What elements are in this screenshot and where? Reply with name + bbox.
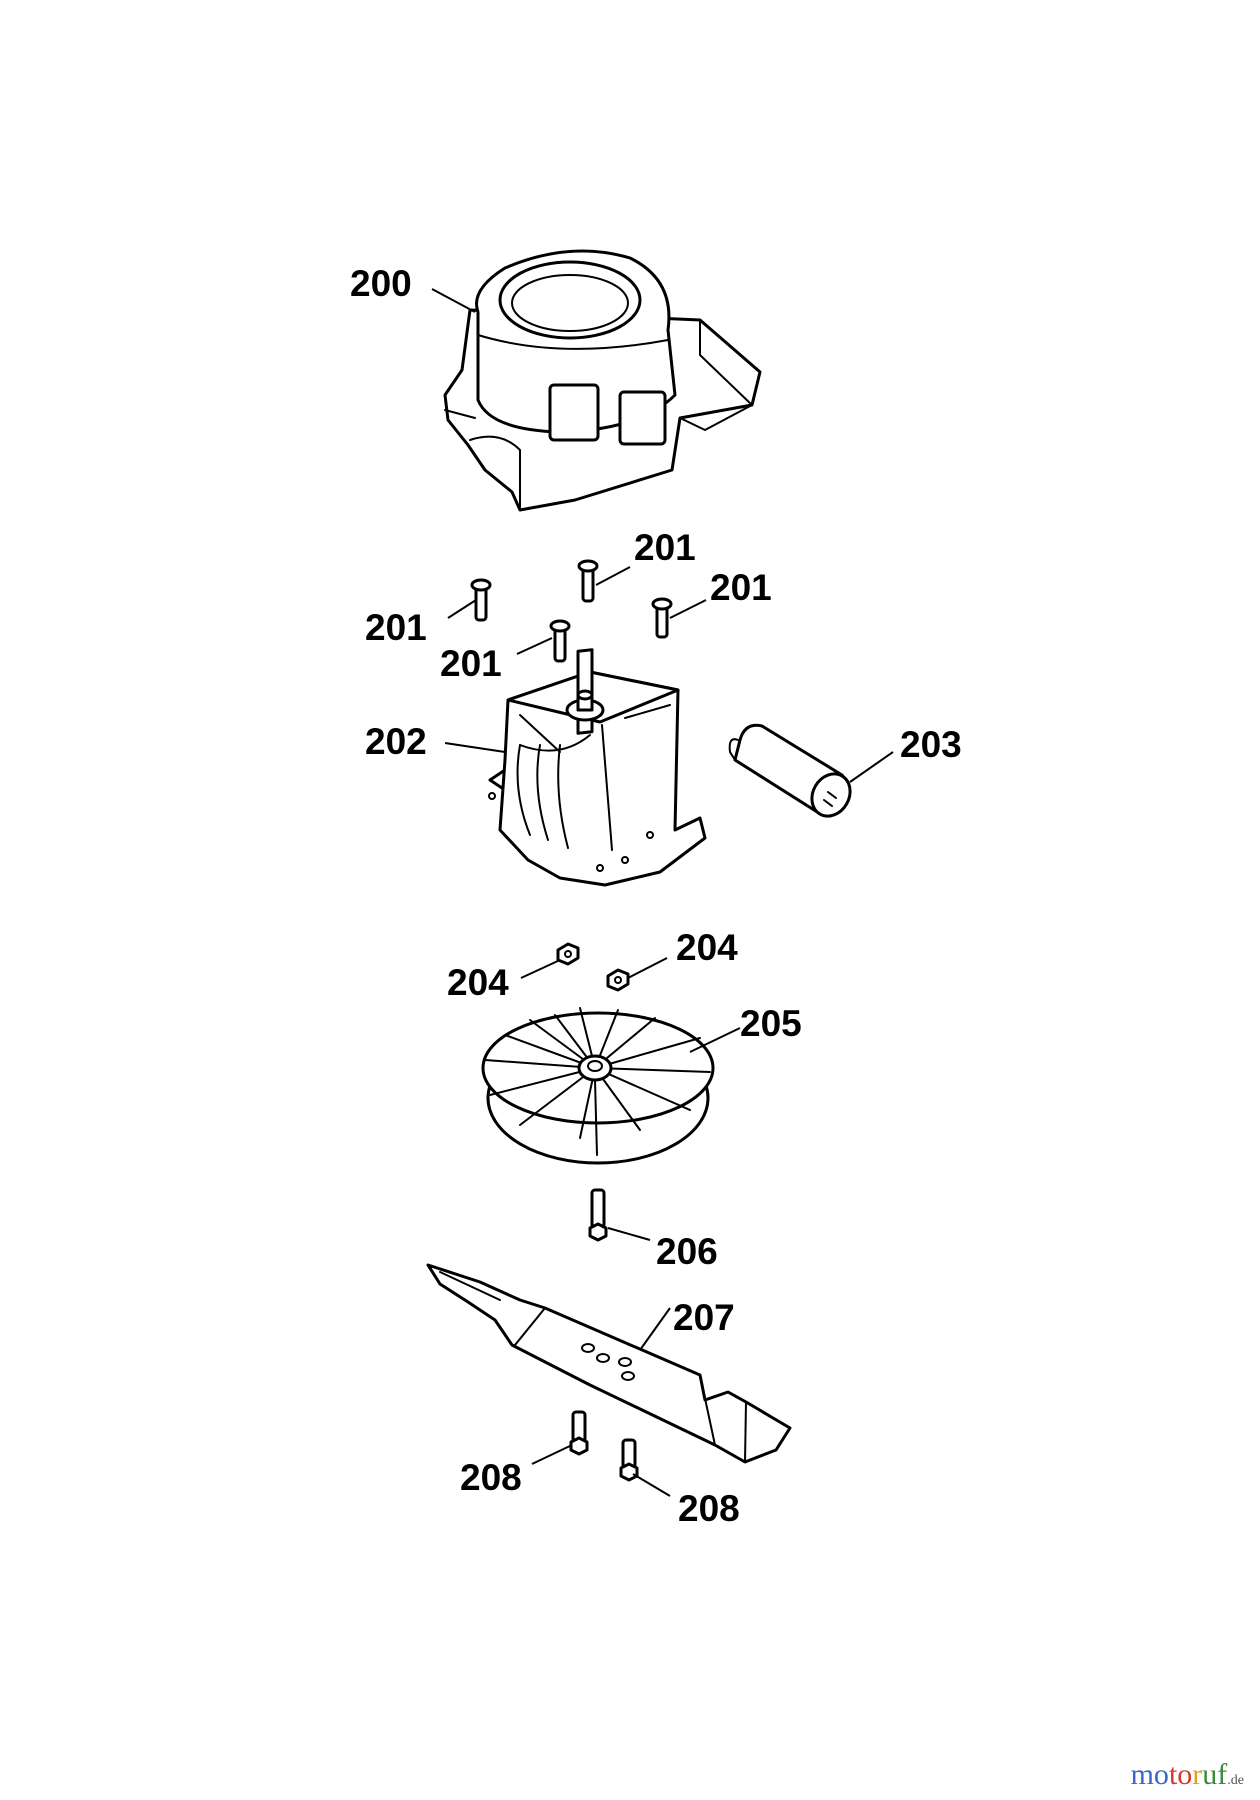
part-206-bolt	[588, 1188, 608, 1242]
callout-201-top: 201	[634, 527, 696, 568]
leader-201c	[669, 599, 707, 619]
leader-204a	[520, 959, 561, 979]
callout-204-right: 204	[676, 927, 738, 968]
motoruf-watermark: motoruf.de	[1130, 1758, 1244, 1791]
part-201-screw-c	[651, 597, 673, 639]
leader-204b	[627, 957, 668, 979]
leader-201b	[595, 566, 631, 586]
leader-201d	[516, 637, 553, 655]
leader-208a	[531, 1444, 573, 1465]
callout-202: 202	[365, 721, 427, 762]
part-200-motor-cover	[443, 249, 762, 512]
leader-208b	[632, 1473, 671, 1497]
part-207-blade	[426, 1263, 792, 1464]
callout-200: 200	[350, 263, 412, 304]
callout-201-right: 201	[710, 567, 772, 608]
callout-208-left: 208	[460, 1457, 522, 1498]
part-208-screw-a	[569, 1410, 589, 1456]
part-201-screw-b	[577, 559, 599, 603]
callout-203: 203	[900, 724, 962, 765]
leader-205	[689, 1027, 741, 1053]
part-201-screw-a	[470, 578, 492, 622]
part-204-nut-a	[556, 942, 580, 966]
part-202-motor	[488, 648, 707, 887]
callout-204-left: 204	[447, 962, 509, 1003]
callout-201-left: 201	[365, 607, 427, 648]
leader-206	[607, 1227, 651, 1241]
leader-200	[431, 288, 476, 313]
callout-206: 206	[656, 1231, 718, 1272]
callout-208-right: 208	[678, 1488, 740, 1529]
callout-207: 207	[673, 1297, 735, 1338]
leader-202	[444, 742, 506, 753]
leader-201a	[447, 599, 477, 619]
part-203-capacitor	[728, 723, 852, 818]
part-204-nut-b	[606, 968, 630, 992]
callout-201-lower: 201	[440, 643, 502, 684]
leader-207	[639, 1307, 671, 1351]
part-205-fan	[481, 1007, 715, 1165]
callout-205: 205	[740, 1003, 802, 1044]
leader-203	[849, 751, 894, 783]
part-201-screw-d	[549, 619, 571, 663]
